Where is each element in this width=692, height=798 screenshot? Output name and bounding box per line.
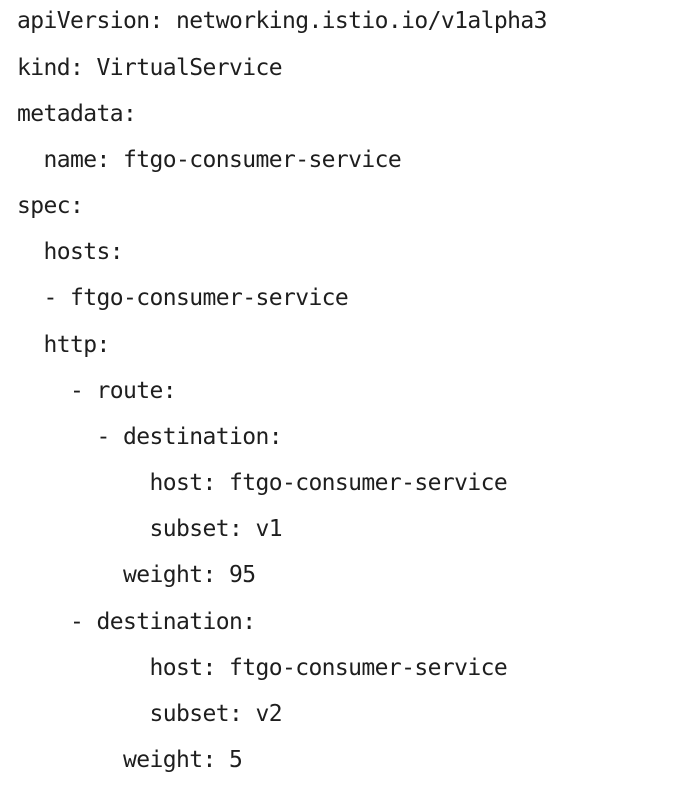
code-line-hosts: hosts: (17, 239, 123, 265)
code-line-host-entry: - ftgo-consumer-service (17, 285, 349, 311)
code-line-weight-1: weight: 95 (17, 562, 256, 588)
code-line-metadata-name: name: ftgo-consumer-service (17, 147, 402, 173)
code-line-destination-1-host: host: ftgo-consumer-service (17, 470, 508, 496)
code-line-destination-2-host: host: ftgo-consumer-service (17, 655, 508, 681)
code-line-destination-2: - destination: (17, 609, 256, 635)
code-line-spec: spec: (17, 193, 84, 219)
code-line-kind: kind: VirtualService (17, 55, 283, 81)
code-line-metadata: metadata: (17, 101, 137, 127)
code-line-apiversion: apiVersion: networking.istio.io/v1alpha3 (17, 8, 547, 34)
code-line-destination-1: - destination: (17, 424, 282, 450)
code-line-weight-2: weight: 5 (17, 747, 243, 773)
code-line-http: http: (17, 332, 110, 358)
code-line-destination-1-subset: subset: v1 (17, 516, 282, 542)
code-line-destination-2-subset: subset: v2 (17, 701, 282, 727)
code-line-route: - route: (17, 378, 177, 404)
